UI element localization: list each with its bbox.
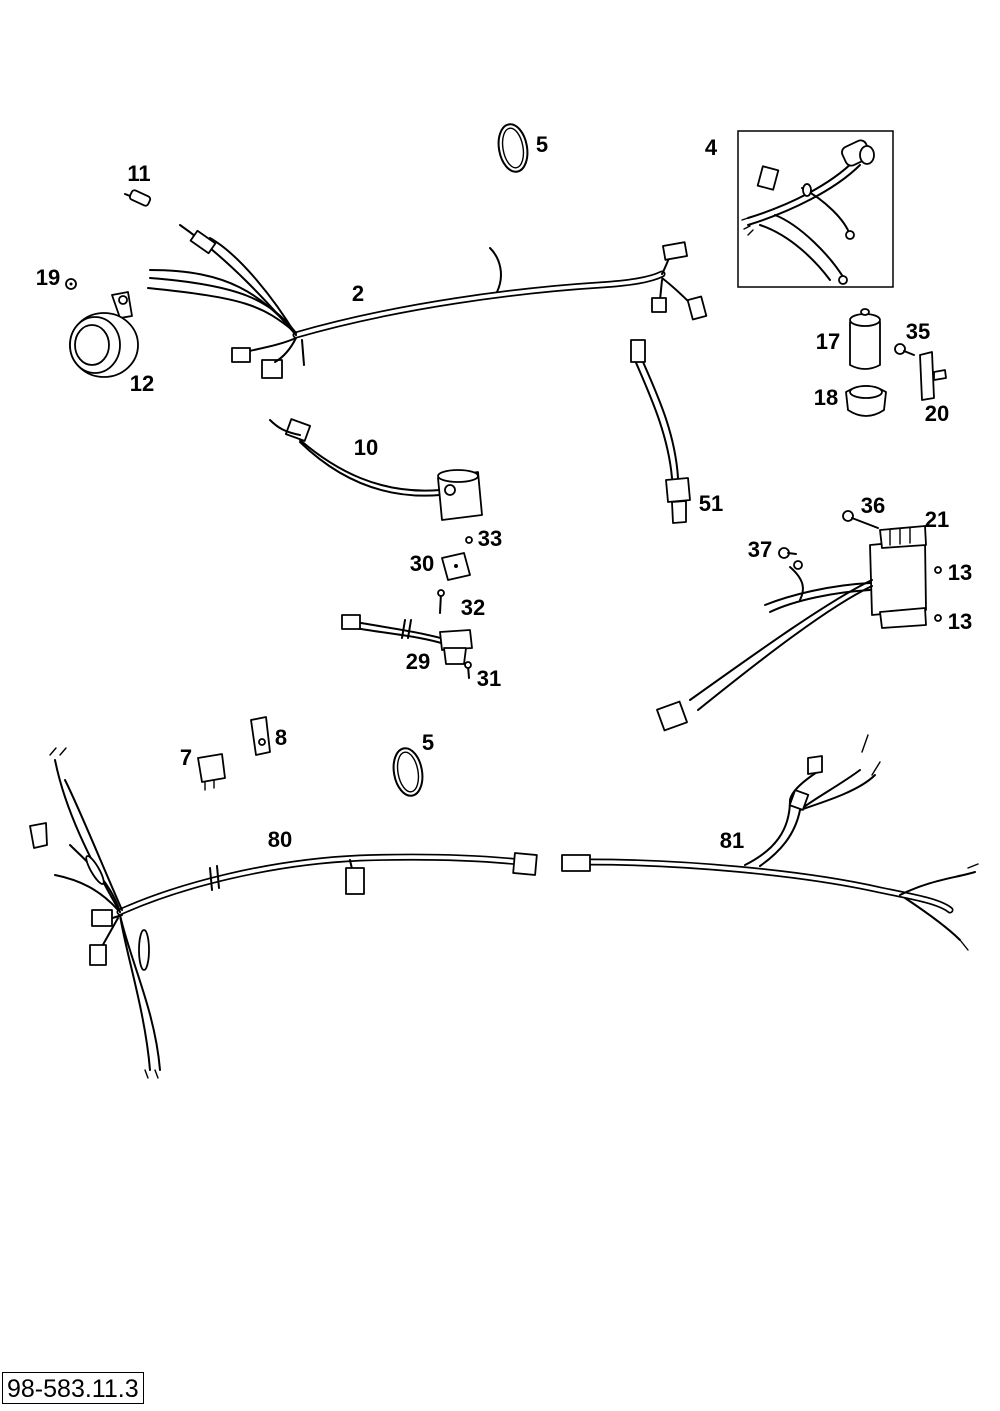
callout-31: 31 [477,666,501,691]
callout-80: 80 [268,827,292,852]
callout-30: 30 [410,551,434,576]
callout-17: 17 [816,329,840,354]
callout-labels: 2 4 5 5 7 8 10 11 12 13 13 17 18 19 20 2… [36,132,972,853]
part-37-screw [778,547,797,559]
part-17-capacitor [849,308,881,370]
callout-29: 29 [406,649,430,674]
callout-4: 4 [705,135,718,160]
callout-32: 32 [461,595,485,620]
part-2-main-harness [147,224,708,379]
callout-12: 12 [130,371,154,396]
callout-35: 35 [906,319,930,344]
part-80-front-harness [29,747,538,1079]
callout-8: 8 [275,725,287,750]
callout-5-top: 5 [536,132,548,157]
part-35-screw [894,343,915,356]
part-18-ring [845,385,887,417]
callout-10: 10 [354,435,378,460]
part-31-screw [464,661,472,679]
part-33-nut [465,536,473,544]
part-10-switch-cable [269,418,483,521]
callout-21: 21 [925,507,949,532]
callout-36: 36 [861,493,885,518]
callout-2: 2 [352,281,364,306]
part-29-sensor-cable [341,614,473,665]
part-51-pressure-switch [630,339,691,524]
part-11-bulb [124,189,152,207]
callout-37: 37 [748,537,772,562]
callout-19: 19 [36,265,60,290]
part-7-relay [197,753,226,791]
callout-18: 18 [814,385,838,410]
part-5-cable-tie-bottom [392,747,424,797]
part-30-plate [441,552,471,581]
part-20-bracket [919,351,947,401]
part-8-bracket [250,716,271,756]
part-4-cable-set [737,130,894,288]
callout-81: 81 [720,828,744,853]
callout-5-bottom: 5 [422,730,434,755]
callout-11: 11 [127,161,150,186]
callout-33: 33 [478,526,502,551]
part-5-cable-tie-top [497,123,529,173]
part-12-horn [69,291,139,378]
callout-20: 20 [925,401,949,426]
part-21-regulator [656,525,927,732]
part-13-nuts [934,566,942,622]
callout-13-upper: 13 [948,560,972,585]
callout-7: 7 [180,745,192,770]
part-19-washer [65,278,77,290]
callout-13-lower: 13 [948,609,972,634]
document-code: 98-583.11.3 [2,1372,144,1404]
part-32-screw [437,589,445,614]
part-36-bolt [842,510,879,529]
part-81-rear-harness [561,734,979,951]
callout-51: 51 [699,491,723,516]
